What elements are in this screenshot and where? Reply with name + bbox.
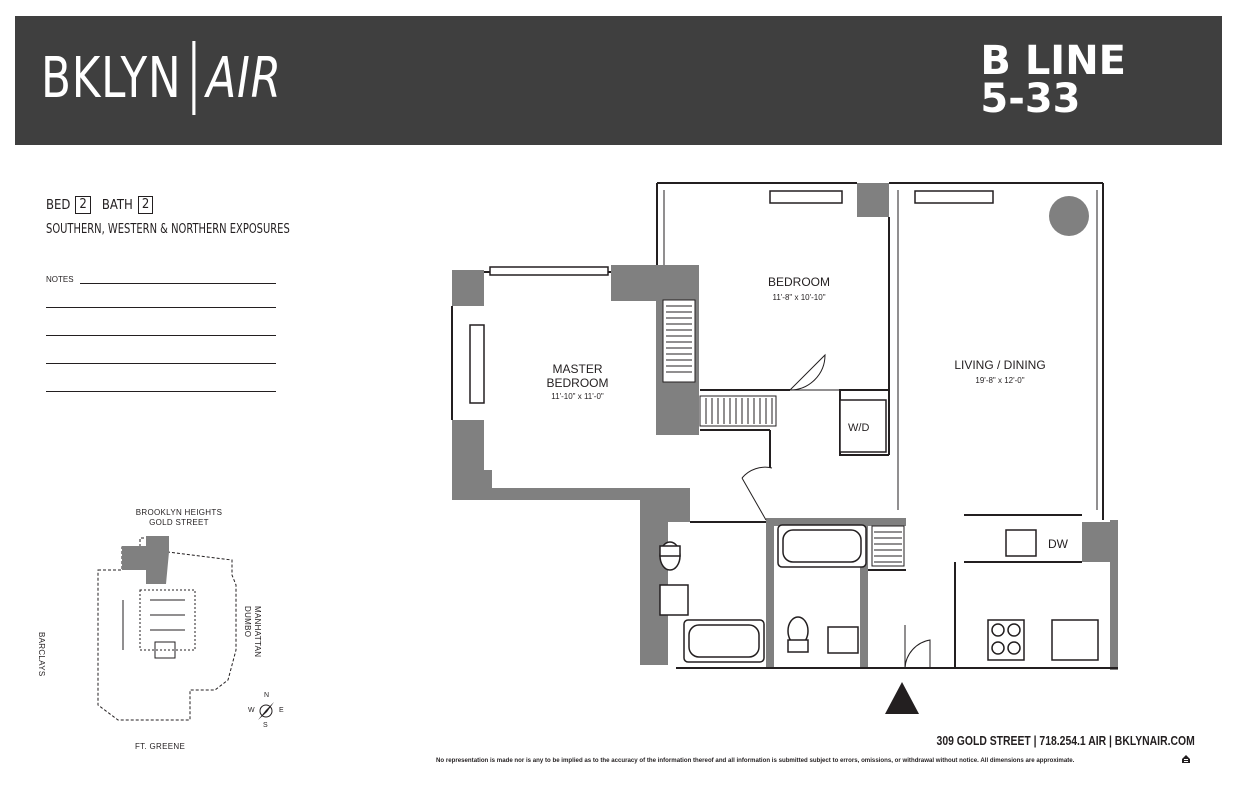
wall-lines <box>451 182 1118 669</box>
unit-info: BED 2 BATH 2 SOUTHERN, WESTERN & NORTHER… <box>46 196 333 237</box>
exposures-text: SOUTHERN, WESTERN & NORTHERN EXPOSURES <box>46 222 290 237</box>
keymap-brooklyn-heights: BROOKLYN HEIGHTS <box>135 508 223 517</box>
keymap-top-label: BROOKLYN HEIGHTS GOLD STREET <box>117 508 241 528</box>
living-dining-label: LIVING / DINING 19'-8" x 12'-0" <box>935 357 1065 389</box>
living-dining-dims: 19'-8" x 12'-0" <box>975 376 1025 385</box>
header-banner: BKLYN AIR B LINE 5-33 <box>15 16 1222 145</box>
fixtures <box>659 399 1099 663</box>
tub-lower <box>683 619 765 663</box>
tub-upper <box>777 524 867 568</box>
line-floors: 5-33 <box>980 76 1081 122</box>
entry-arrow-icon <box>885 682 919 714</box>
notes-line <box>46 391 276 392</box>
refrigerator <box>1051 619 1099 661</box>
cooktop <box>987 619 1025 661</box>
toilet-upper <box>659 541 681 571</box>
wd-label: W/D <box>848 422 870 434</box>
notes-line <box>46 335 276 336</box>
notes-line <box>46 307 276 308</box>
footer-disclaimer: No representation is made nor is any to … <box>436 757 1075 764</box>
living-dining-name: LIVING / DINING <box>954 358 1046 372</box>
column-round <box>1049 196 1089 236</box>
brand-separator <box>192 41 196 115</box>
brand-logo: BKLYN AIR <box>41 38 282 118</box>
keymap-gold-street: GOLD STREET <box>149 518 209 527</box>
compass-e: E <box>279 707 284 714</box>
notes-line <box>46 363 276 364</box>
keymap-manhattan: MANHATTAN <box>253 606 262 658</box>
line-label: B LINE 5-33 <box>980 38 1126 122</box>
notes-section: NOTES <box>46 270 276 284</box>
keymap-unit-highlight <box>122 536 169 584</box>
bedroom-dims: 11'-8" x 10'-10" <box>772 293 826 302</box>
keymap-left-label: BARCLAYS <box>37 632 46 677</box>
brand-name: BKLYN <box>41 45 182 111</box>
compass-n: N <box>264 692 270 699</box>
sink-right <box>827 626 859 654</box>
keymap-bottom-label: FT. GREENE <box>135 742 186 751</box>
keymap-right-label: MANHATTAN DUMBO <box>242 606 262 657</box>
compass-s: S <box>263 722 268 729</box>
master-bedroom-name-1: MASTER <box>552 362 603 376</box>
toilet-lower <box>787 616 809 646</box>
bed-label: BED <box>46 197 71 213</box>
notes-line <box>79 283 276 284</box>
bedroom-label: BEDROOM 11'-8" x 10'-10" <box>749 275 849 305</box>
master-bedroom-label: MASTER BEDROOM 11'-10" x 11'-0" <box>530 362 625 404</box>
footer-address: 309 GOLD STREET | 718.254.1 AIR | BKLYNA… <box>936 733 1195 748</box>
compass-w: W <box>248 707 255 714</box>
notes-label: NOTES <box>46 275 74 284</box>
line-title: B LINE <box>980 38 1126 84</box>
bed-count: 2 <box>75 196 91 214</box>
bedroom-name: BEDROOM <box>767 275 830 289</box>
compass-icon <box>258 702 274 720</box>
keymap-diagram <box>97 537 237 721</box>
thin-lines <box>663 190 1098 510</box>
brand-air: AIR <box>206 45 282 111</box>
dw-label: DW <box>1048 537 1068 551</box>
doors <box>741 353 931 669</box>
bath-count: 2 <box>137 196 154 214</box>
sink-left <box>659 584 689 616</box>
kitchen-sink <box>1005 529 1037 557</box>
equal-housing-icon <box>1182 755 1190 763</box>
walls <box>452 183 1118 670</box>
master-bedroom-dims: 11'-10" x 11'-0" <box>551 392 604 401</box>
bath-label: BATH <box>101 197 133 213</box>
master-bedroom-name-2: BEDROOM <box>546 376 609 390</box>
bed-bath-row: BED 2 BATH 2 <box>46 196 333 214</box>
keymap-dumbo: DUMBO <box>243 606 252 638</box>
